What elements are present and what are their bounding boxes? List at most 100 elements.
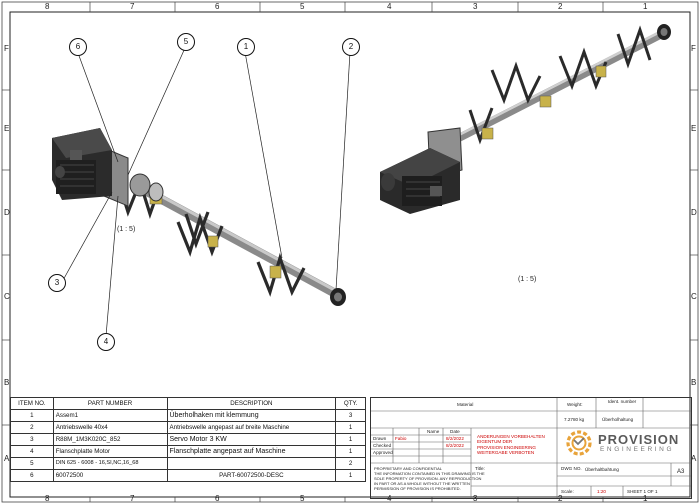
bom-qty: 1: [335, 445, 366, 458]
zone-label-left: A: [4, 454, 10, 463]
table-row: 6 60072500 PART-60072500-DESC 1: [10, 469, 366, 482]
table-row: 1 Assem1 Überholhaken mit klemmung 3: [10, 409, 366, 422]
zone-label-left: D: [4, 208, 10, 217]
zone-label-top: 2: [558, 2, 563, 11]
bom-header-part: PART NUMBER: [52, 397, 168, 410]
bom-desc: Antriebswelle angepast auf breite Maschi…: [166, 421, 337, 434]
approved-label: Approved: [373, 450, 393, 455]
scale-value: 1:20: [597, 489, 606, 494]
dwg-no-label: DWG NO.: [561, 466, 582, 471]
ownership-note-line: EIGENTUM DER: [477, 439, 513, 445]
right-assembly-view: [380, 24, 671, 214]
weight-label: Weight:: [567, 402, 583, 407]
material-label: Material: [457, 402, 474, 407]
bom-header-row: ITEM NO. PART NUMBER DESCRIPTION QTY.: [10, 397, 366, 410]
company-subtitle: ENGINEERING: [600, 446, 675, 453]
sheet-number: SHEET 1 OF 1: [627, 489, 658, 494]
zone-label-right: F: [691, 44, 696, 53]
zone-label-bottom: 6: [215, 494, 220, 503]
zone-label-top: 5: [300, 2, 305, 11]
balloon-callout: 4: [97, 333, 115, 351]
bom-part: DIN 625 - 6008 - 16,SI,NC,16_68: [52, 457, 168, 470]
bom-header-desc: DESCRIPTION: [166, 397, 337, 410]
zone-label-right: D: [691, 208, 697, 217]
checked-label: Checked: [373, 443, 392, 448]
balloon-callout: 5: [177, 33, 195, 51]
balloon-callout: 1: [237, 38, 255, 56]
bom-item: 1: [10, 409, 54, 422]
company-name: PROVISION: [598, 432, 680, 447]
zone-label-left: E: [4, 124, 10, 133]
table-row: 3 R88M_1M3K020C_852 Servo Motor 3 KW 1: [10, 433, 366, 446]
ident-label: Ident. number: [607, 399, 637, 404]
bom-desc: Überholhaken mit klemmung: [166, 409, 337, 422]
company-logo: PROVISION ENGINEERING: [560, 428, 688, 458]
right-view-scale: (1 : 5): [518, 276, 537, 283]
note-line: THE INFORMATION CONTAINED IN THIS DRAWIN…: [374, 471, 485, 476]
balloon-callout: 2: [342, 38, 360, 56]
bom-header-qty: QTY.: [335, 397, 366, 410]
zone-label-right: B: [691, 378, 697, 387]
bom-part: Assem1: [52, 409, 168, 422]
drawn-name: Fabio: [395, 436, 407, 441]
bom-part: 60072500: [52, 469, 168, 482]
ownership-note-line: PROVISION ENGINEERING: [477, 444, 536, 450]
zone-label-right: E: [691, 124, 697, 133]
title-label: Title:: [475, 466, 485, 471]
bom-header-item: ITEM NO.: [10, 397, 54, 410]
bom-qty: 1: [335, 433, 366, 446]
checked-date: 8/2/2022: [446, 443, 464, 448]
bom-desc: [166, 457, 337, 470]
ident-value: Überholhaltung: [602, 417, 634, 422]
ownership-note-line: ANDERUNGEN VORBEHALTEN: [477, 434, 545, 439]
zone-label-top: 1: [643, 2, 648, 11]
bom-qty: 1: [335, 421, 366, 434]
zone-label-top: 3: [473, 2, 478, 11]
gear-logo-icon: [566, 430, 592, 456]
drawn-label: Drawn: [373, 436, 387, 441]
zone-label-top: 8: [45, 2, 50, 11]
bom-part: R88M_1M3K020C_852: [52, 433, 168, 446]
bom-desc: PART-60072500-DESC: [166, 469, 337, 482]
name-header: Name: [427, 429, 440, 434]
bom-item: 6: [10, 469, 54, 482]
zone-label-bottom: 5: [300, 494, 305, 503]
zone-label-right: A: [691, 454, 697, 463]
ownership-note: ANDERUNGEN VORBEHALTEN EIGENTUM DER PROV…: [477, 434, 545, 456]
zone-label-right: C: [691, 292, 697, 301]
bom-desc: Flanschplatte angepast auf Maschine: [166, 445, 337, 458]
zone-label-top: 7: [130, 2, 135, 11]
zone-label-top: 4: [387, 2, 392, 11]
balloon-callout: 6: [69, 38, 87, 56]
bom-item: 2: [10, 421, 54, 434]
table-row: 5 DIN 625 - 6008 - 16,SI,NC,16_68 2: [10, 457, 366, 470]
bom-item: 4: [10, 445, 54, 458]
bom-item: 5: [10, 457, 54, 470]
table-row: 2 Antriebswelle 40x4 Antriebswelle angep…: [10, 421, 366, 434]
table-row: 4 Flanschplatte Motor Flanschplatte ange…: [10, 445, 366, 458]
date-header: Date: [450, 429, 460, 434]
scale-label: Scale:: [561, 489, 574, 494]
bom-item: 3: [10, 433, 54, 446]
zone-label-left: C: [4, 292, 10, 301]
bom-qty: 2: [335, 457, 366, 470]
balloon-callout: 3: [48, 274, 66, 292]
confidential-notes: PROPRIETARY AND CONFIDENTIAL THE INFORMA…: [374, 466, 485, 491]
sheet-size: A3: [677, 469, 685, 475]
bom-desc: Servo Motor 3 KW: [166, 433, 337, 446]
left-view-scale: (1 : 5): [117, 226, 136, 233]
left-assembly-view: [52, 128, 346, 306]
title-block-grid: [371, 398, 691, 498]
zone-label-bottom: 8: [45, 494, 50, 503]
zone-label-left: B: [4, 378, 10, 387]
bill-of-materials: ITEM NO. PART NUMBER DESCRIPTION QTY. 1 …: [10, 397, 366, 482]
drawn-date: 8/2/2022: [446, 436, 464, 441]
bom-qty: 1: [335, 469, 366, 482]
bom-part: Antriebswelle 40x4: [52, 421, 168, 434]
weight-value: 7.2780 kg: [564, 417, 585, 422]
bom-qty: 3: [335, 409, 366, 422]
note-line: IN PART OR AS A WHOLE WITHOUT THE WRITTE…: [374, 481, 470, 486]
bom-part: Flanschplatte Motor: [52, 445, 168, 458]
